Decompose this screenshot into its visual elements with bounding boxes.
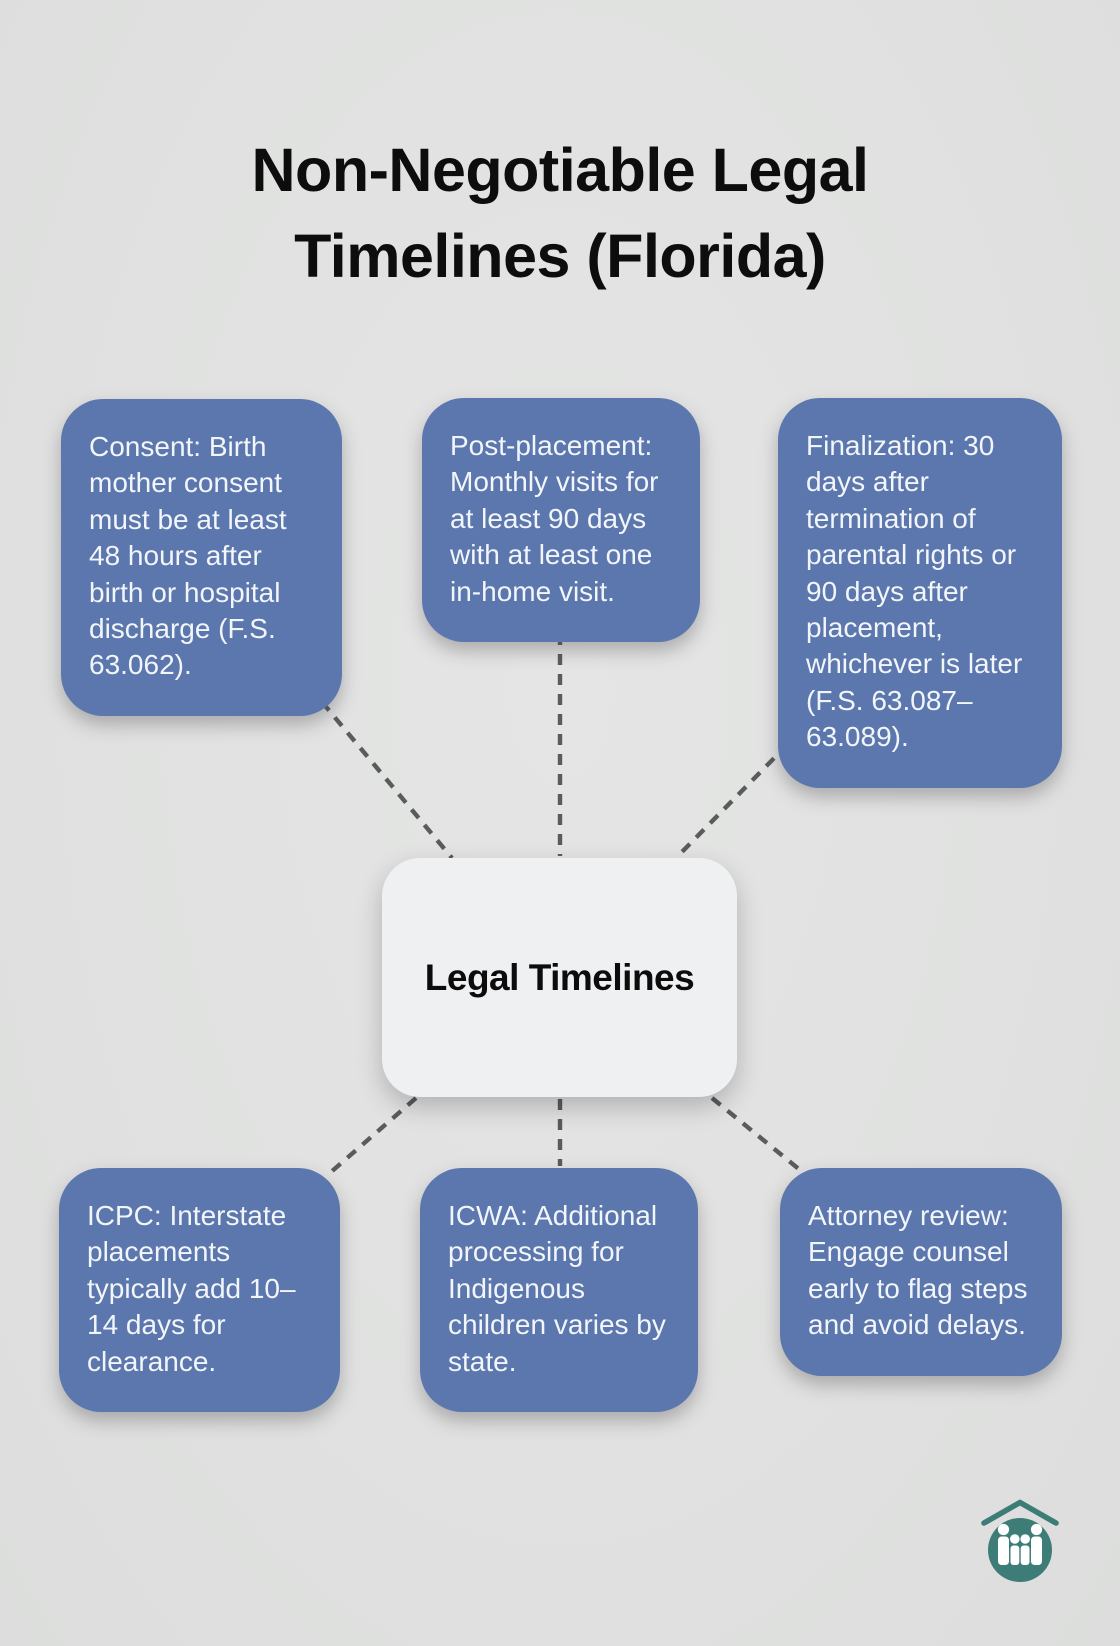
card-finalization: Finalization: 30 days after termination … (778, 398, 1062, 788)
card-attorney-review: Attorney review: Engage counsel early to… (780, 1168, 1062, 1376)
card-post-placement: Post-placement: Monthly visits for at le… (422, 398, 700, 643)
logo-roof-icon (981, 1499, 1059, 1526)
center-node-label: Legal Timelines (424, 956, 695, 998)
center-node-legal-timelines: Legal Timelines (382, 858, 737, 1097)
family-home-logo-icon (981, 1499, 1059, 1582)
card-icwa: ICWA: Additional processing for Indigeno… (420, 1168, 698, 1413)
logo-family-figures-icon (997, 1523, 1043, 1565)
connector-line-consent (320, 700, 454, 860)
card-consent: Consent: Birth mother consent must be at… (61, 399, 342, 716)
page-title: Non-Negotiable Legal Timelines (Florida) (251, 135, 869, 290)
connector-line-finalization (674, 742, 790, 860)
connector-line-icpc (329, 1096, 418, 1174)
connector-line-attorney (710, 1096, 802, 1172)
card-icpc: ICPC: Interstate placements typically ad… (59, 1168, 340, 1413)
logo-circle (988, 1518, 1052, 1582)
